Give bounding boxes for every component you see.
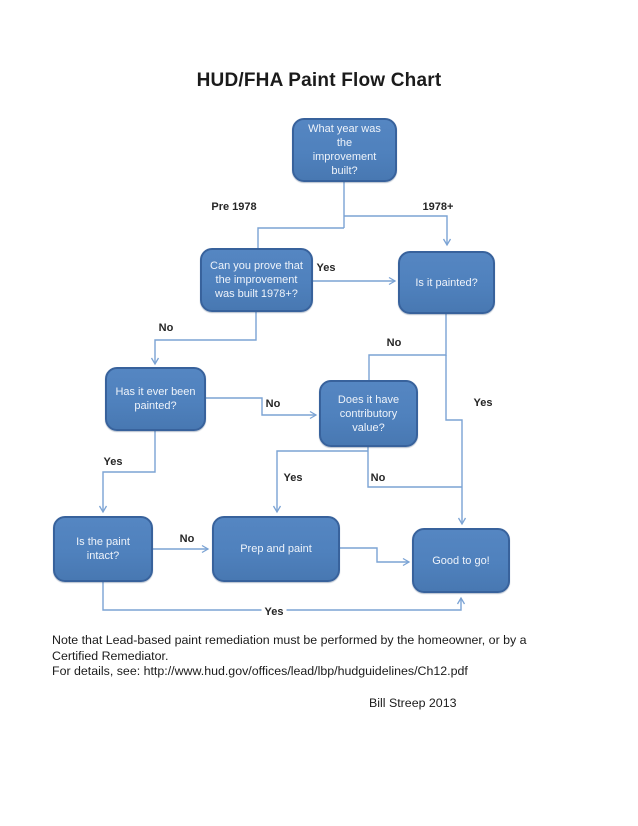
edge-label-painted-no: No — [386, 337, 402, 349]
node-contributory-value: Does it have contributory value? — [319, 380, 418, 447]
edge-painted-yes — [445, 355, 467, 526]
edge-label-ever-yes: Yes — [103, 456, 123, 468]
edge-prove-no — [150, 312, 257, 366]
edge-label-ever-no: No — [265, 398, 281, 410]
node-is-it-painted: Is it painted? — [398, 251, 495, 314]
edge-contrib-no — [367, 447, 462, 488]
edge-label-pre-1978: Pre 1978 — [211, 201, 257, 213]
page-title: HUD/FHA Paint Flow Chart — [196, 70, 442, 91]
edge-ever-no — [206, 397, 318, 420]
edge-label-contrib-no: No — [370, 472, 386, 484]
edge-ever-yes — [98, 431, 156, 514]
edge-1978plus — [344, 215, 452, 247]
node-good-to-go: Good to go! — [412, 528, 510, 593]
node-ever-been-painted: Has it ever been painted? — [105, 367, 206, 431]
edge-contrib-yes — [272, 450, 368, 514]
edge-label-1978-plus: 1978+ — [422, 201, 454, 213]
author-credit: Bill Streep 2013 — [369, 696, 457, 710]
edge-label-intact-yes: Yes — [261, 606, 287, 618]
edge-label-prove-yes: Yes — [316, 262, 336, 274]
footer-note: Note that Lead-based paint remediation m… — [52, 633, 527, 679]
edge-label-prove-no: No — [158, 322, 174, 334]
edge-painted-no — [368, 314, 447, 380]
edge-label-contrib-yes: Yes — [283, 472, 303, 484]
node-prep-and-paint: Prep and paint — [212, 516, 340, 582]
edge-prep-to-good — [340, 547, 411, 567]
edge-label-intact-no: No — [179, 533, 195, 545]
edge-label-painted-yes: Yes — [473, 397, 493, 409]
edge-pre1978 — [257, 227, 344, 248]
node-what-year-built: What year was the improvement built? — [292, 118, 397, 182]
node-prove-built-1978: Can you prove that the improvement was b… — [200, 248, 313, 312]
node-is-paint-intact: Is the paint intact? — [53, 516, 153, 582]
